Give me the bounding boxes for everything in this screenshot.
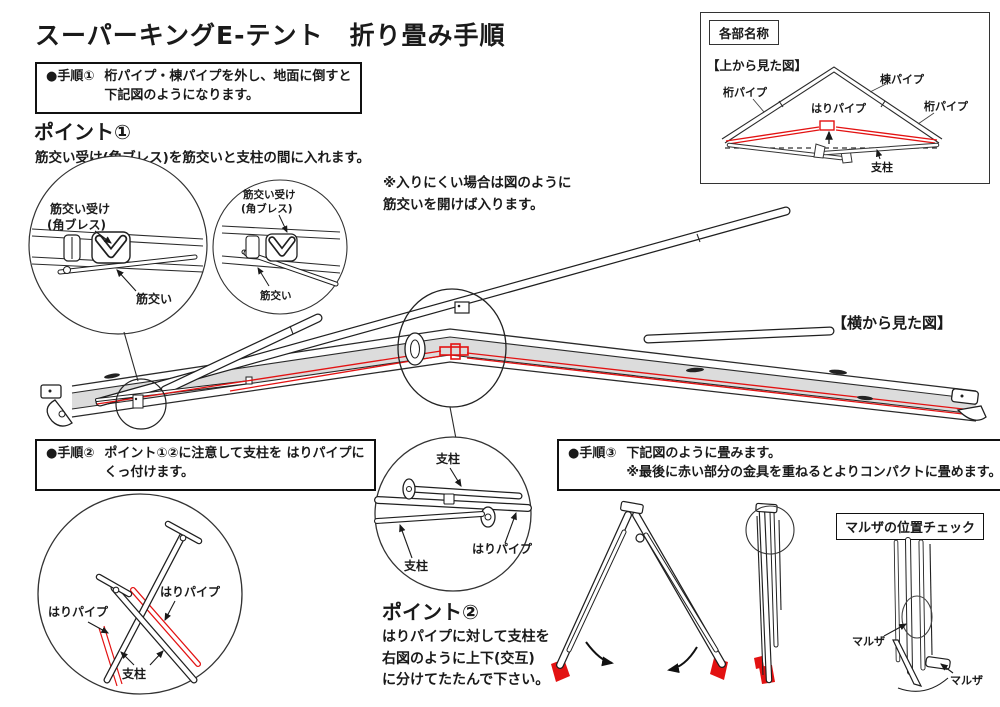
- beam-pipe-red-lines: [96, 343, 973, 416]
- step1-label: ●手順①: [46, 69, 95, 84]
- ridge-pipe-label: 棟パイプ: [880, 72, 925, 86]
- tent-top-view: 桁パイプ 棟パイプ はりパイプ 桁パイプ 支柱: [721, 66, 969, 174]
- folded-top-highlight: [745, 505, 795, 555]
- right-end-bracket: [950, 388, 987, 421]
- brace-callout-right: 筋交い受け (角ブレス) 筋交い: [212, 179, 348, 315]
- maruza-detail-diagram: マルザ マルザ: [852, 537, 983, 692]
- parts-panel-title: 各部名称: [709, 20, 780, 45]
- folding-figures-diagram: [551, 500, 795, 684]
- brace-receiver-label: 筋交い受け: [242, 188, 296, 201]
- girder-pipe-left-label: 桁パイプ: [723, 85, 768, 99]
- point2-text: はりパイプに対して支柱を 右図のように上下(交互) に分けてたたんで下さい。: [382, 627, 550, 692]
- girder-pipe-right-label: 桁パイプ: [924, 99, 969, 113]
- brace-label: 筋交い: [259, 289, 292, 302]
- point2-heading: ポイント②: [382, 600, 479, 624]
- main-side-view-diagram: 筋交い受け (角ブレス) 筋交い 筋交い受け (角ブレス) 筋交い: [28, 155, 987, 445]
- step1-line1: 桁パイプ・棟パイプを外し、地面に倒すと: [104, 69, 352, 84]
- brace-label: 筋交い: [135, 291, 172, 306]
- step2-line1: ポイント①②に注意して支柱を はりパイプに: [104, 446, 365, 461]
- pillar-struts: [95, 520, 203, 684]
- top-view-label: 【上から見た図】: [707, 58, 808, 73]
- beam-pipe-red: [725, 120, 938, 145]
- note-line2: 筋交いを開けば入ります。: [383, 196, 544, 213]
- pillar-label: 支柱: [121, 666, 146, 681]
- point1-note: ※入りにくい場合は図のように 筋交いを開けば入ります。: [383, 173, 571, 216]
- collapsed-frame: [40, 206, 987, 445]
- beam-pipe-label: はりパイプ: [811, 101, 867, 115]
- parts-name-panel: 各部名称 【上から見た図】: [700, 12, 990, 184]
- point2-line2: 右図のように上下(交互): [382, 650, 535, 667]
- note-line1: ※入りにくい場合は図のように: [383, 175, 572, 191]
- left-joint-highlight: [115, 378, 167, 430]
- pillar-label: 支柱: [870, 160, 893, 174]
- step3-line2: ※最後に赤い部分の金具を重ねるとよりコンパクトに畳めます。: [626, 464, 1000, 480]
- step2-line2: くっ付けます。: [104, 464, 195, 480]
- step3-label: ●手順③: [568, 446, 617, 461]
- center-joint-highlight: [397, 288, 507, 408]
- top-view-diagram: 桁パイプ 棟パイプ はりパイプ 桁パイプ 支柱: [721, 66, 969, 174]
- folded-figure: [745, 502, 795, 684]
- beam-pipe-right-label: はりパイプ: [160, 584, 221, 599]
- step2-label: ●手順②: [46, 446, 95, 461]
- maruza-check-box: マルザの位置チェック: [836, 513, 985, 540]
- step2-box: ●手順② ポイント①②に注意して支柱を はりパイプに くっ付けます。: [35, 439, 376, 491]
- brace-receiver-label: 筋交い受け: [49, 201, 110, 216]
- step1-box: ●手順① 桁パイプ・棟パイプを外し、地面に倒すと 下記図のようになります。: [35, 62, 363, 114]
- pillar-bottom-label: 支柱: [403, 558, 428, 573]
- maruza-highlight: [901, 595, 933, 639]
- point2-line1: はりパイプに対して支柱を: [382, 629, 550, 645]
- attach-detail-diagram: 支柱 はりパイプ 支柱: [374, 436, 533, 592]
- brace-receiver-label2: (角ブレス): [47, 217, 106, 232]
- point1-heading: ポイント①: [34, 120, 131, 144]
- step1-line2: 下記図のようになります。: [104, 87, 260, 103]
- point2-line3: に分けてたたんで下さい。: [382, 672, 550, 689]
- folded-bundle: [892, 537, 951, 692]
- pillar-top-label: 支柱: [435, 451, 460, 466]
- left-end-bracket: [40, 384, 73, 427]
- page-title: スーパーキングE-テント 折り畳み手順: [35, 21, 506, 50]
- a-frame-figure: [551, 500, 728, 682]
- beam-pipe-left-label: はりパイプ: [48, 604, 109, 619]
- brace-callout-left: 筋交い受け (角ブレス) 筋交い: [28, 155, 208, 335]
- maruza-label-left: マルザ: [852, 635, 885, 648]
- side-view-label: 【横から見た図】: [832, 314, 953, 332]
- step3-line1: 下記図のように畳みます。: [626, 446, 782, 461]
- fold-detail-diagram: はりパイプ はりパイプ 支柱: [37, 493, 243, 695]
- maruza-label-right: マルザ: [950, 674, 983, 687]
- pillar-pipes: [726, 142, 940, 164]
- beam-pipe-label: はりパイプ: [472, 541, 533, 556]
- brace-receiver-label2: (角ブレス): [241, 202, 293, 215]
- step3-box: ●手順③ 下記図のように畳みます。 ※最後に赤い部分の金具を重ねるとよりコンパク…: [557, 439, 1000, 491]
